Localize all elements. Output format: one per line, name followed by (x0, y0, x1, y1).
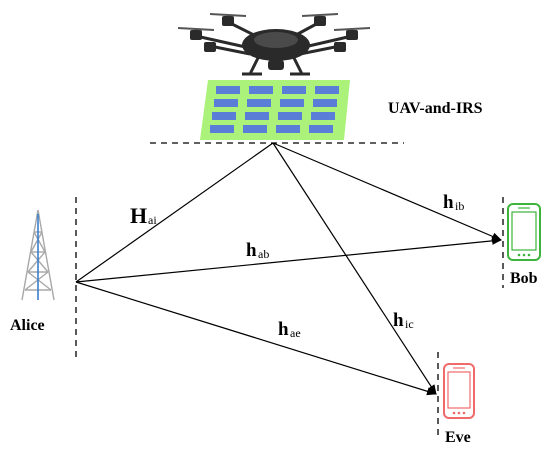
tower-icon (21, 209, 55, 301)
channel-links (75, 142, 502, 396)
channel-label-h-ib-main: h (443, 192, 454, 213)
channel-label-h-ib: h ib (443, 192, 464, 213)
irs-element (214, 99, 238, 107)
irs-element (247, 99, 271, 107)
reference-lines (75, 142, 504, 440)
channel-label-h-ai-sub: ai (148, 213, 157, 227)
irs-panel-icon (200, 80, 350, 140)
channel-label-h-ib-sub: ib (455, 199, 464, 213)
channel-label-h-ai-main: H (130, 203, 147, 228)
channel-label-h-ae-main: h (278, 319, 289, 340)
irs-element (276, 125, 300, 133)
channel-label-h-ie-sub: ic (405, 317, 414, 331)
eve-label: Eve (445, 429, 471, 446)
channel-label-h-ae: h ae (278, 319, 301, 340)
bob-label: Bob (510, 270, 538, 287)
irs-element (315, 86, 339, 94)
irs-element (212, 112, 236, 120)
channel-label-h-ae-sub: ae (290, 326, 301, 340)
channel-label-h-ie-main: h (393, 310, 404, 331)
irs-element (216, 86, 240, 94)
channel-label-h-ab-main: h (246, 240, 257, 261)
irs-element (245, 112, 269, 120)
channel-label-h-ie: h ic (393, 310, 414, 331)
link-alice-bob (75, 236, 502, 283)
link-irs-bob (272, 142, 502, 241)
irs-element (278, 112, 302, 120)
link-alice-irs (75, 142, 274, 283)
alice-label: Alice (10, 317, 45, 334)
irs-element (280, 99, 304, 107)
link-alice-eve (75, 281, 437, 396)
irs-element (309, 125, 333, 133)
drone-icon (177, 13, 371, 76)
irs-element (282, 86, 306, 94)
irs-element (311, 112, 335, 120)
uav-irs-label: UAV-and-IRS (388, 100, 483, 117)
irs-element (313, 99, 337, 107)
irs-element (210, 125, 234, 133)
eve-phone-icon (443, 363, 475, 419)
irs-element (249, 86, 273, 94)
irs-element (243, 125, 267, 133)
link-irs-eve (272, 142, 437, 395)
channel-label-h-ab: h ab (246, 240, 269, 261)
bob-phone-icon (507, 203, 541, 261)
channel-label-h-ab-sub: ab (258, 247, 269, 261)
channel-label-h-ai: H ai (130, 203, 157, 228)
